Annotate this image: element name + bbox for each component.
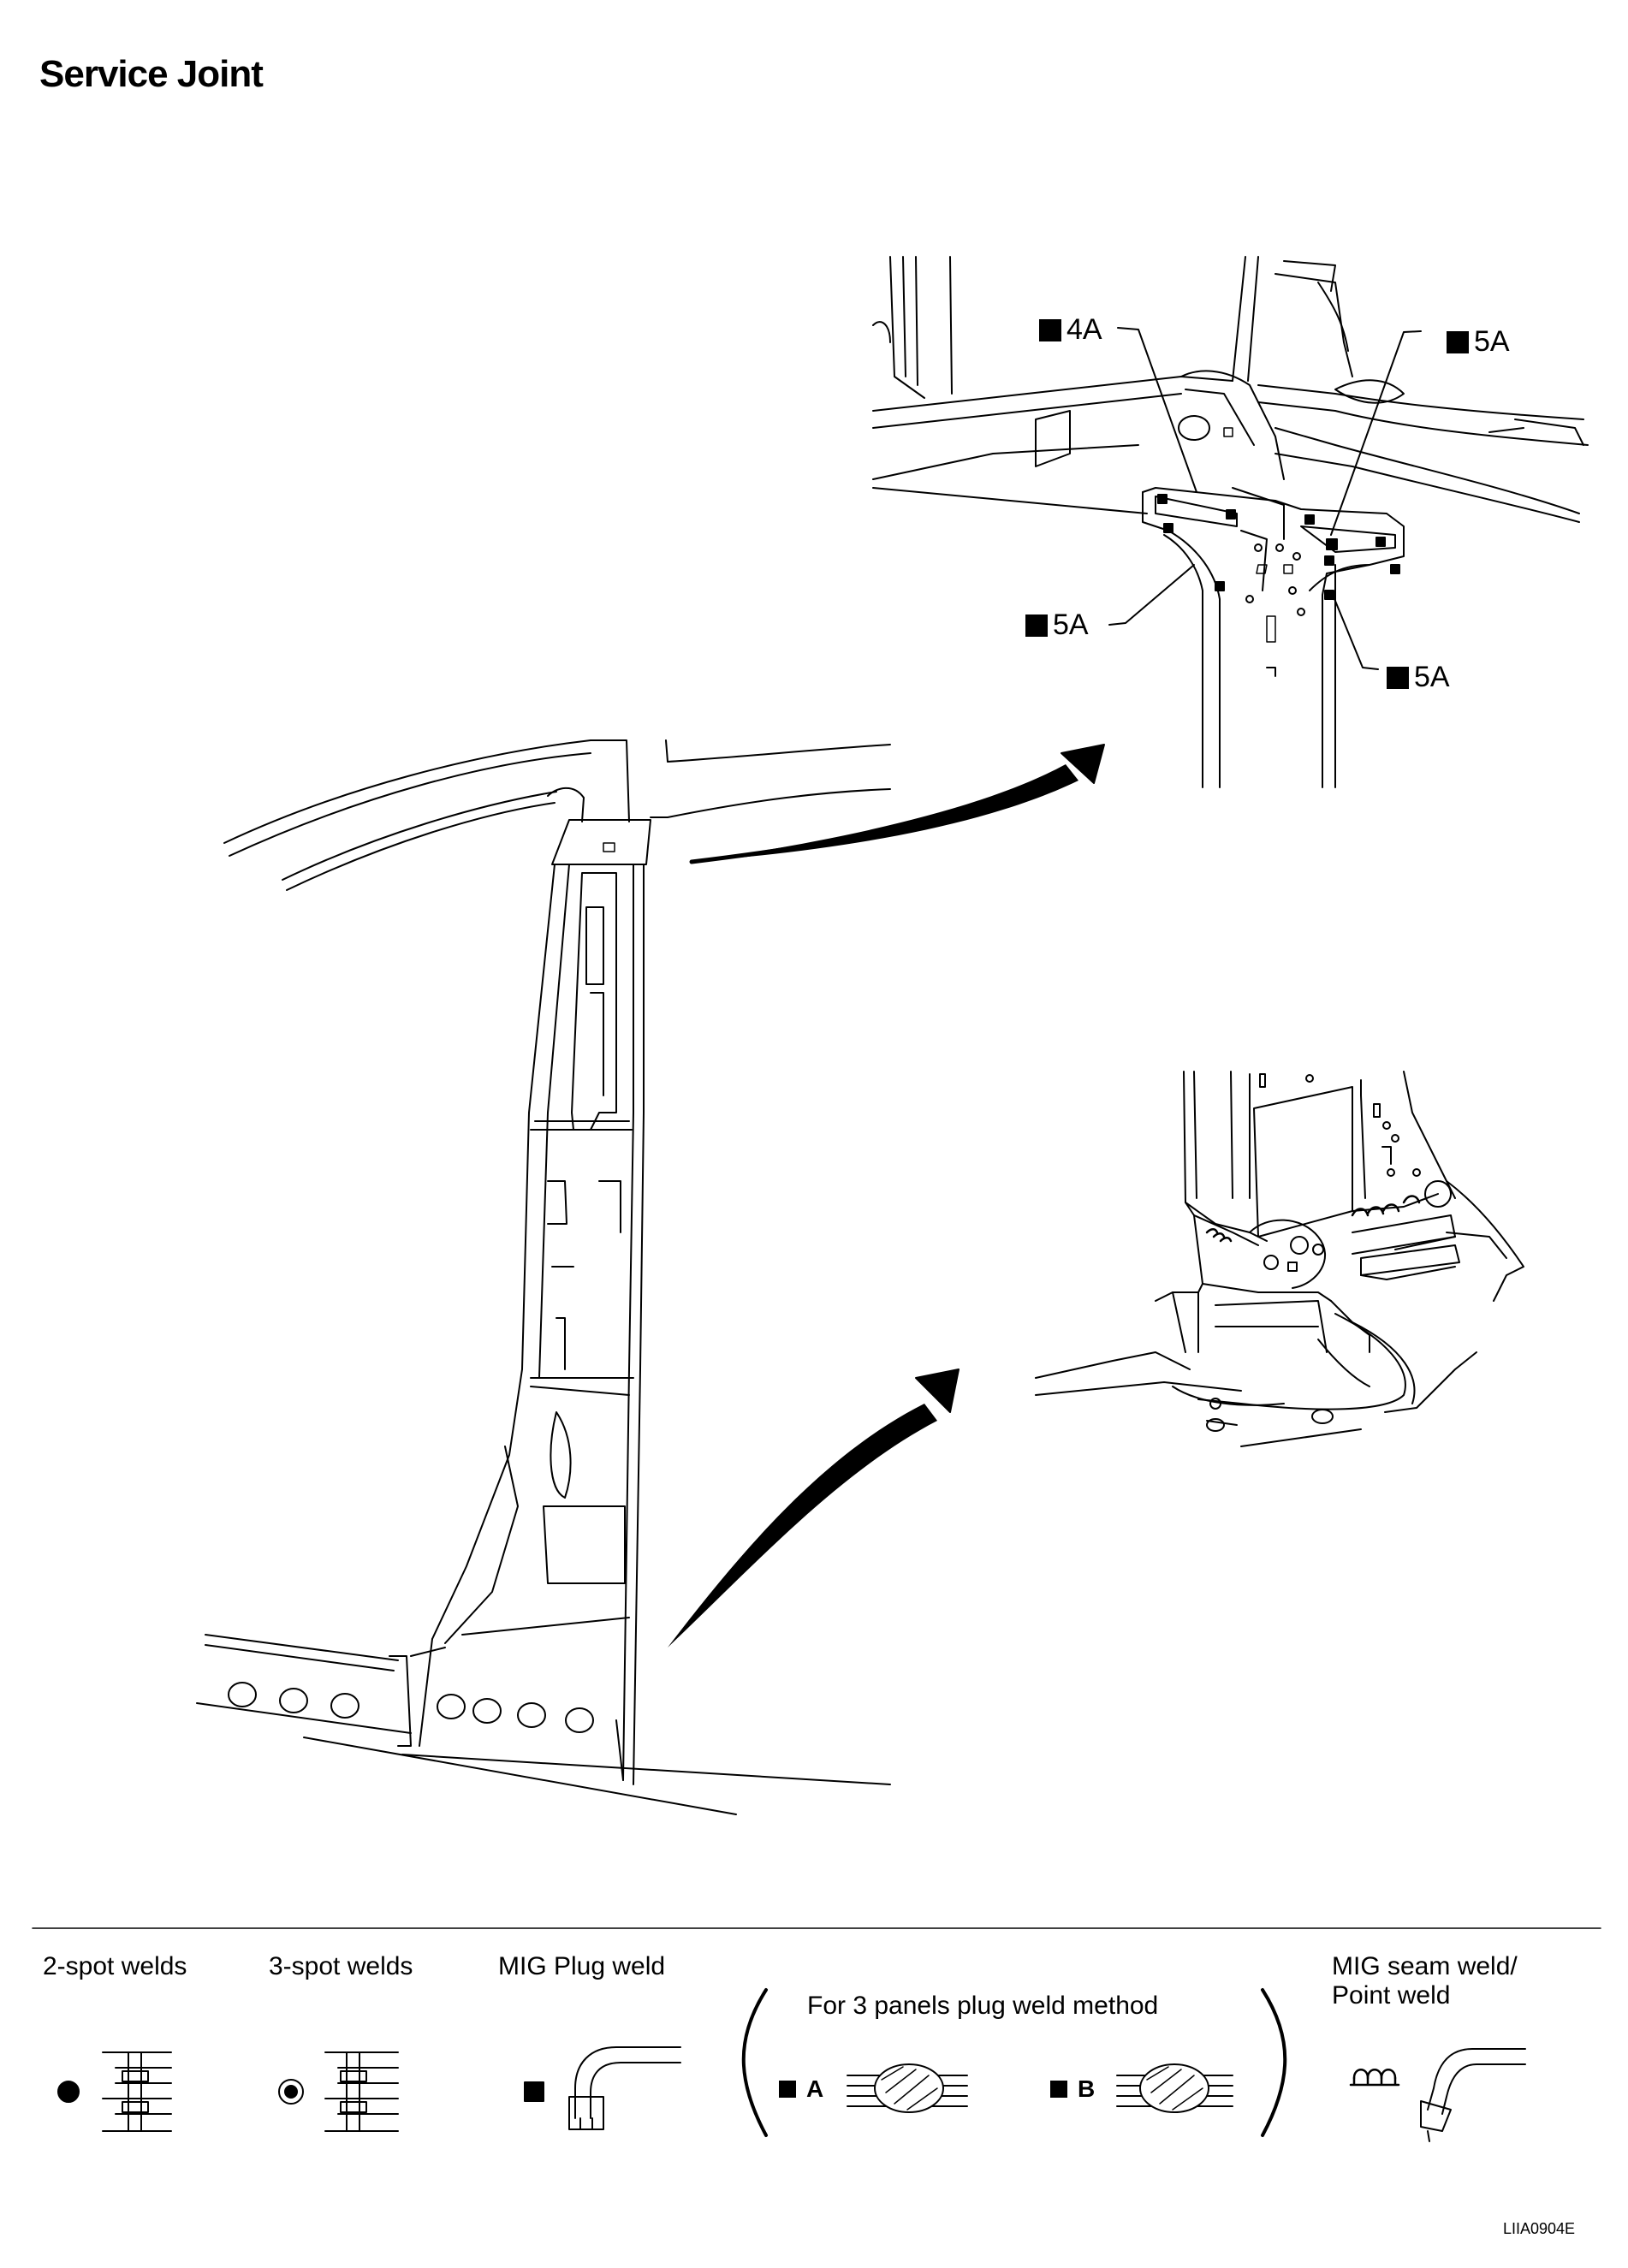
lower-arrow [668,1369,960,1648]
legend-three-spot-label: 3-spot welds [269,1952,413,1980]
three-spot-weld-icon [278,2051,399,2132]
weld-callout-5a-bottom: 5A [1387,661,1450,694]
weld-callout-label: 5A [1474,325,1510,358]
weld-callout-5a-left: 5A [1025,609,1089,642]
plug-weld-method-b-icon [1116,2063,1233,2113]
mig-plug-weld-marker-icon [779,2081,796,2098]
legend-method-b: B [1050,2075,1095,2103]
weld-callout-5a-top: 5A [1447,325,1510,359]
weld-callout-4a: 4A [1039,313,1102,347]
legend-method-b-label: B [1078,2075,1096,2102]
legend-mig-seam-label: MIG seam weld/ Point weld [1332,1952,1518,2010]
plug-weld-method-a-icon [847,2063,968,2113]
figure-code: LIIA0904E [1503,2220,1576,2237]
legend-mig-seam-line2: Point weld [1332,1981,1451,2010]
page-title: Service Joint [39,53,264,95]
legend-mig-plug-label: MIG Plug weld [498,1952,666,1980]
two-spot-weld-icon [57,2051,172,2132]
legend-method-a: A [779,2075,823,2103]
mig-plug-weld-marker-icon [1025,614,1048,637]
lower-detail-view [1035,1071,1524,1447]
three-panel-bracket-left [741,1988,768,2137]
b-pillar-main-view [196,739,891,1815]
legend-mig-seam-line1: MIG seam weld/ [1332,1952,1518,1980]
mig-plug-weld-icon [524,2046,681,2130]
mig-plug-weld-marker-icon [1387,666,1409,689]
upper-arrow [689,744,1105,864]
weld-callout-label: 4A [1067,313,1102,346]
weld-callout-label: 5A [1414,661,1450,693]
legend-three-panels-label: For 3 panels plug weld method [807,1992,1159,2020]
mig-plug-weld-marker-icon [1039,318,1061,341]
legend-two-spot-label: 2-spot welds [43,1952,187,1980]
mig-plug-weld-marker-icon [1447,330,1469,353]
mig-seam-weld-icon [1349,2048,1526,2142]
three-panel-bracket-right [1261,1988,1287,2137]
mig-plug-weld-marker-icon [1050,2081,1067,2098]
weld-callout-label: 5A [1053,609,1089,641]
legend-method-a-label: A [806,2075,824,2102]
upper-detail-view [872,256,1589,788]
